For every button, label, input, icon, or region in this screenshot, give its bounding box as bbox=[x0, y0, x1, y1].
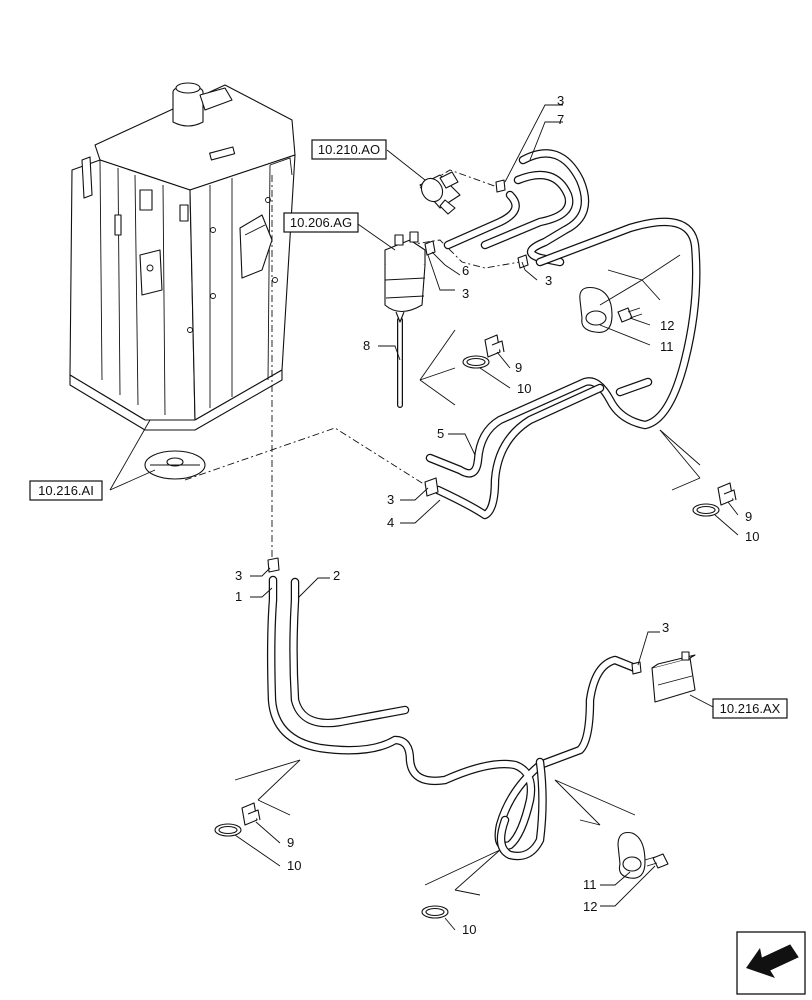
callout-5: 5 bbox=[437, 426, 444, 441]
callout-1: 1 bbox=[235, 589, 242, 604]
callout-3: 3 bbox=[387, 492, 394, 507]
callout-7: 7 bbox=[557, 112, 564, 127]
fuel-pump bbox=[419, 171, 461, 215]
tank-flange bbox=[144, 450, 206, 480]
ref-10-206-ag-label: 10.206.AG bbox=[290, 215, 352, 230]
callout-11: 11 bbox=[660, 339, 674, 354]
leader-lines bbox=[109, 104, 739, 931]
direction-arrow-icon[interactable] bbox=[736, 931, 806, 995]
ref-10-216-ai-label: 10.216.AI bbox=[38, 483, 94, 498]
callout-2: 2 bbox=[333, 568, 340, 583]
callout-numbers: 3 7 6 3 3 12 11 8 9 10 5 3 4 9 10 3 2 1 … bbox=[235, 93, 759, 937]
callout-9: 9 bbox=[515, 360, 522, 375]
callout-12: 12 bbox=[583, 899, 597, 914]
callout-10: 10 bbox=[462, 922, 476, 937]
ref-10-216-ax[interactable]: 10.216.AX bbox=[712, 698, 788, 719]
ref-10-210-ao[interactable]: 10.210.AO bbox=[311, 139, 387, 160]
hose-4 bbox=[433, 383, 605, 520]
detail-indicators bbox=[234, 254, 701, 896]
callout-9: 9 bbox=[287, 835, 294, 850]
ref-10-206-ag[interactable]: 10.206.AG bbox=[283, 212, 359, 233]
fuel-filter bbox=[384, 231, 426, 323]
ref-10-210-ao-label: 10.210.AO bbox=[318, 142, 380, 157]
callout-4: 4 bbox=[387, 515, 394, 530]
fuel-tank bbox=[69, 82, 296, 431]
callout-3: 3 bbox=[662, 620, 669, 635]
callout-12: 12 bbox=[660, 318, 674, 333]
callout-3: 3 bbox=[462, 286, 469, 301]
callout-3: 3 bbox=[545, 273, 552, 288]
callout-3: 3 bbox=[235, 568, 242, 583]
ref-10-216-ai[interactable]: 10.216.AI bbox=[29, 480, 103, 501]
callout-10: 10 bbox=[517, 381, 531, 396]
hoses-6-7 bbox=[443, 149, 590, 267]
water-separator bbox=[651, 651, 696, 703]
callout-9: 9 bbox=[745, 509, 752, 524]
ref-10-216-ax-label: 10.216.AX bbox=[720, 701, 781, 716]
hoses-1-2 bbox=[266, 575, 640, 861]
callout-3: 3 bbox=[557, 93, 564, 108]
clamps bbox=[267, 179, 642, 675]
callout-11: 11 bbox=[583, 877, 597, 892]
callout-10: 10 bbox=[287, 858, 301, 873]
callout-10: 10 bbox=[745, 529, 759, 544]
clip-band-groups bbox=[214, 334, 737, 919]
hose-5 bbox=[425, 217, 701, 478]
p-clip-lower bbox=[617, 831, 669, 879]
p-clip-upper bbox=[579, 286, 643, 333]
callout-8: 8 bbox=[363, 338, 370, 353]
callout-6: 6 bbox=[462, 263, 469, 278]
